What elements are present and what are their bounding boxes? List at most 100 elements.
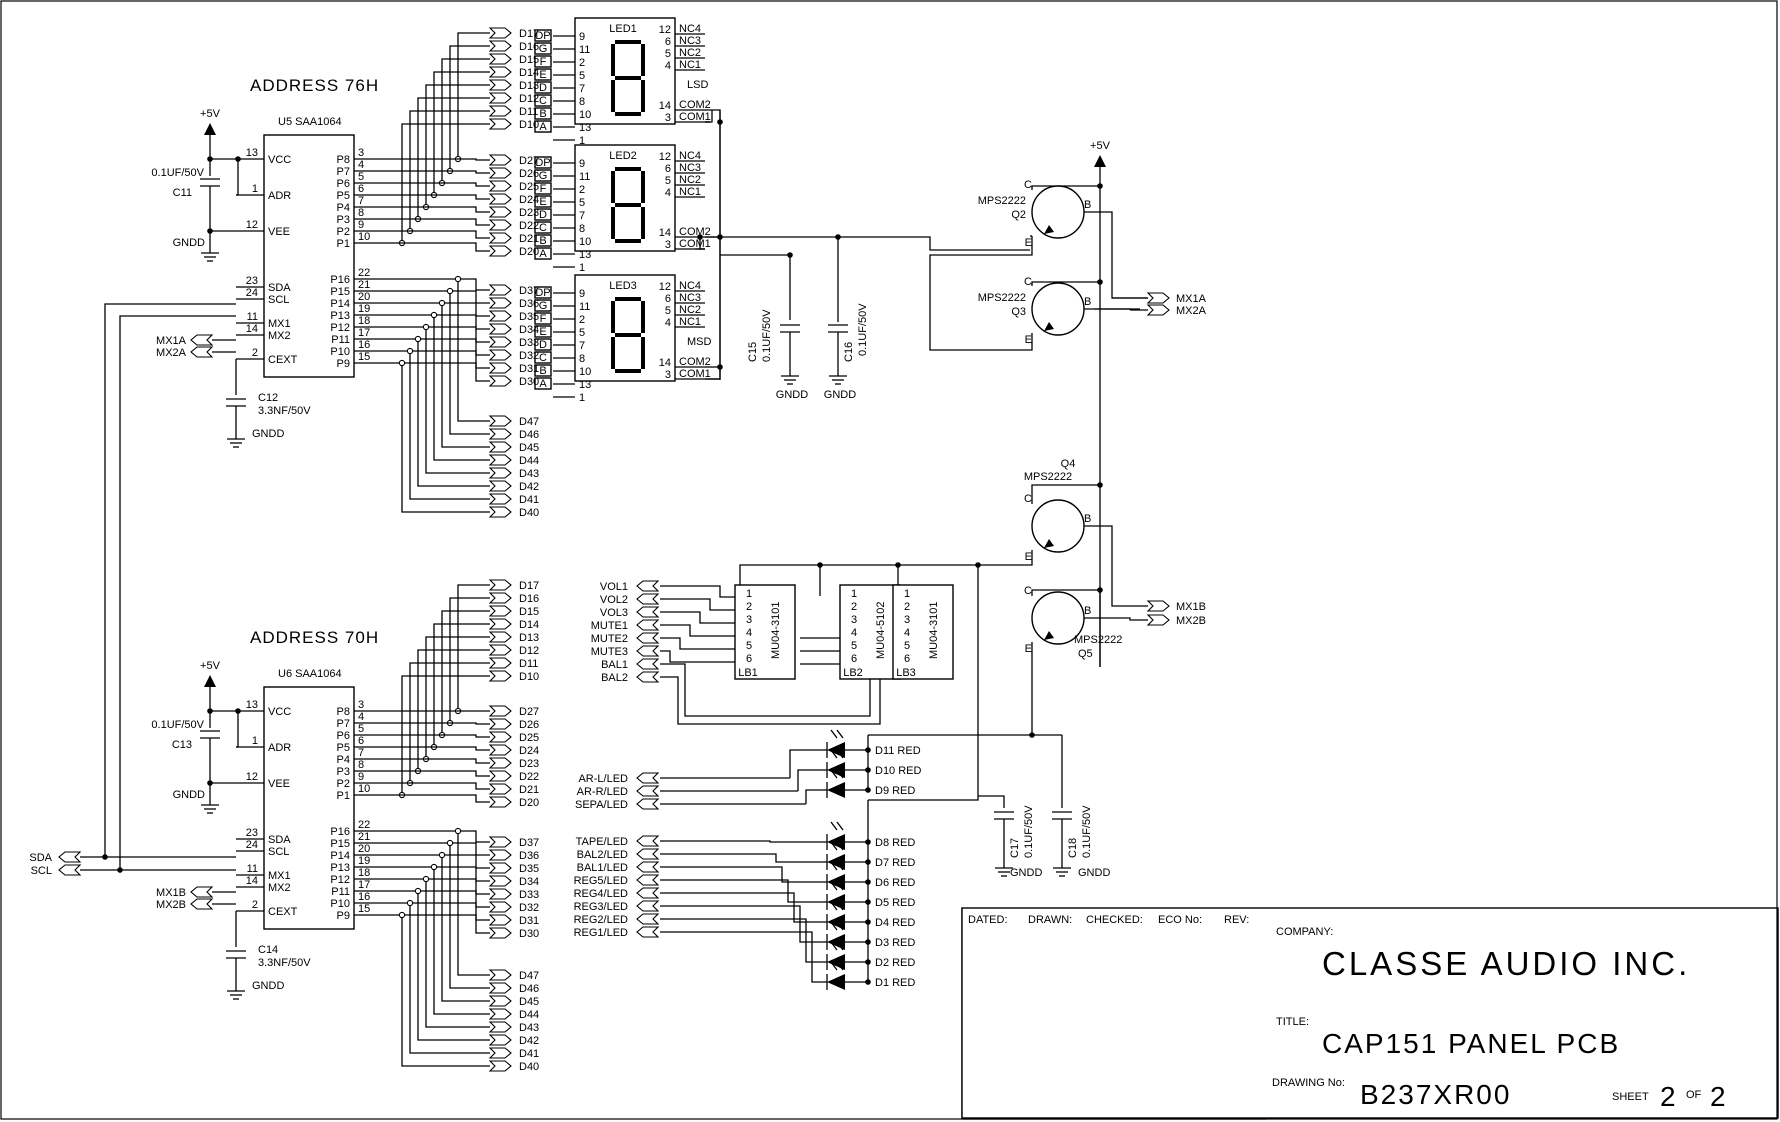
- pin-number: 12: [659, 151, 671, 163]
- led-display-body: [574, 17, 676, 125]
- bargraph-part: MU04-5102: [875, 602, 887, 659]
- bus-wire: [382, 170, 490, 174]
- net-port-icon: [488, 1047, 512, 1059]
- pin-name: P1: [337, 790, 350, 802]
- seg-name: A: [539, 121, 547, 133]
- transistor-ref: Q2: [1011, 209, 1026, 221]
- mx-label: MX1A: [1176, 293, 1207, 305]
- led-label: D4 RED: [875, 917, 915, 929]
- pin-name: P3: [337, 214, 350, 226]
- gnd-label: GNDD: [824, 389, 856, 401]
- seg-label-box: [534, 338, 552, 351]
- pin-number: 12: [246, 219, 258, 231]
- pin-number: 12: [246, 771, 258, 783]
- pin-name: SDA: [268, 834, 291, 846]
- pin-number: 14: [659, 100, 671, 112]
- pin-number: 10: [579, 236, 591, 248]
- input-label: MUTE2: [591, 633, 628, 645]
- pin-number: 5: [579, 70, 585, 82]
- net-label: D15: [519, 54, 539, 66]
- bus-wire: [425, 327, 490, 474]
- pin-label: COM1: [679, 368, 711, 380]
- seg-label-box: [534, 107, 552, 120]
- pin-name: P13: [330, 310, 350, 322]
- pin-number: 6: [665, 293, 671, 305]
- c15-lead: [720, 254, 791, 320]
- net-port-icon: [488, 415, 512, 427]
- pin-name: P4: [337, 754, 350, 766]
- led-input-wire: [660, 892, 827, 923]
- bus-wire: [382, 830, 490, 843]
- net-label: D32: [519, 350, 539, 362]
- q2-collector: [1031, 185, 1100, 190]
- segment-c: [641, 80, 645, 112]
- net-label: D20: [519, 246, 539, 258]
- net-label: D23: [519, 207, 539, 219]
- net-port-icon: [488, 618, 512, 630]
- segment-d: [615, 239, 641, 243]
- input-label: BAL1/LED: [577, 862, 628, 874]
- segment-e: [611, 207, 615, 239]
- net-port-icon: [488, 428, 512, 440]
- net-label: D45: [519, 996, 539, 1008]
- bus-wire: [382, 914, 490, 934]
- pin-number: 6: [665, 36, 671, 48]
- bus-wire: [409, 110, 490, 231]
- q4-collector: [1031, 484, 1100, 504]
- pin-letter: E: [1025, 237, 1032, 249]
- pin-number: 3: [665, 239, 671, 251]
- pin-name: VCC: [268, 706, 291, 718]
- pin-number: 22: [358, 819, 370, 831]
- crossover-dot: [406, 347, 414, 355]
- cap-value: 0.1UF/50V: [151, 719, 204, 731]
- base-q3: [1094, 308, 1131, 310]
- net-port-icon: [488, 92, 512, 104]
- bargraph-ref: LB2: [843, 667, 863, 679]
- pin-label: NC1: [679, 186, 701, 198]
- net-port-icon: [488, 349, 512, 361]
- net-label: D21: [519, 784, 539, 796]
- pin-number: 11: [579, 44, 590, 56]
- seg-label-box: [534, 377, 552, 390]
- sheet-label: SHEET: [1612, 1091, 1649, 1103]
- bargraph-part: MU04-3101: [928, 602, 940, 659]
- pin-number: 14: [246, 875, 258, 887]
- net-label: D41: [519, 1048, 539, 1060]
- led-diode-icon: [827, 874, 845, 890]
- segment-b: [641, 44, 645, 76]
- net-port-icon: [488, 796, 512, 808]
- input-label: SEPA/LED: [575, 799, 628, 811]
- pin-name: P10: [330, 346, 350, 358]
- seg-name: B: [539, 365, 546, 377]
- net-port-icon: [488, 40, 512, 52]
- net-port-icon: [488, 783, 512, 795]
- seg-label-box: [534, 169, 552, 182]
- pin-number: 3: [746, 614, 752, 626]
- input-port-icon: [636, 848, 660, 860]
- bus-wire: [382, 722, 490, 725]
- pin-number: 15: [358, 903, 370, 915]
- seg-label-box: [534, 299, 552, 312]
- pin-label: NC3: [679, 35, 701, 47]
- net-port-icon: [488, 888, 512, 900]
- gnd-label: GNDD: [173, 237, 205, 249]
- bus-wire: [382, 182, 490, 187]
- net-label: D11: [519, 106, 538, 118]
- pin-label: COM1: [679, 111, 711, 123]
- net-label: D25: [519, 732, 539, 744]
- led-diode-icon: [827, 894, 845, 910]
- net-label: D22: [519, 771, 539, 783]
- bus-wire: [401, 915, 490, 1067]
- led-tag: MSD: [687, 336, 712, 348]
- pin-number: 10: [358, 783, 370, 795]
- transistor-ref: Q4: [1061, 458, 1076, 470]
- net-label: D35: [519, 311, 539, 323]
- pin-number: 1: [579, 262, 585, 274]
- led-wire: [789, 749, 827, 778]
- bargraph-body: [892, 584, 954, 680]
- bus-wire: [382, 158, 490, 161]
- net-port-icon: [488, 297, 512, 309]
- net-label: D33: [519, 337, 539, 349]
- pin-number: 5: [665, 48, 671, 60]
- net-port-icon: [488, 66, 512, 78]
